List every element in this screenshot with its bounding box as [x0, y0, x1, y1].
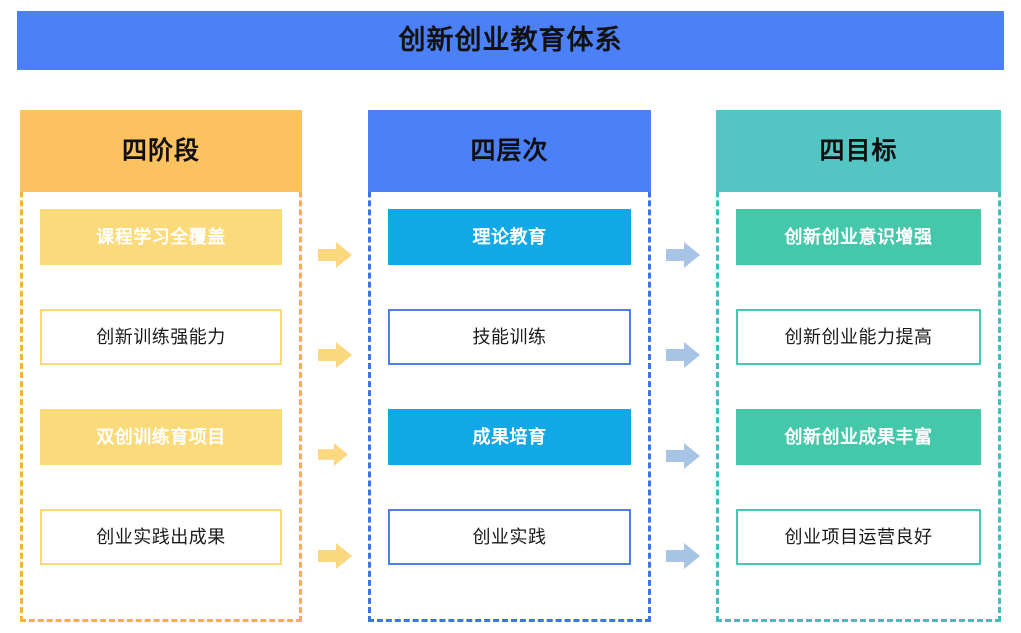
diagram-title-bar: 创新创业教育体系 [17, 11, 1004, 70]
level-item-4[interactable]: 创业实践 [388, 509, 631, 565]
column-header-levels: 四层次 [368, 110, 651, 192]
stage-item-4[interactable]: 创业实践出成果 [40, 509, 282, 565]
column-header-label: 四层次 [470, 136, 549, 165]
column-levels: 四层次 理论教育 技能训练 成果培育 创业实践 [368, 110, 651, 622]
goal-item-4[interactable]: 创业项目运营良好 [736, 509, 981, 565]
column-items-goals: 创新创业意识增强 创新创业能力提高 创新创业成果丰富 创业项目运营良好 [719, 192, 998, 619]
goal-item-2[interactable]: 创新创业能力提高 [736, 309, 981, 365]
stage-item-2[interactable]: 创新训练强能力 [40, 309, 282, 365]
column-header-label: 四目标 [819, 136, 898, 165]
arrow-right-icon [318, 541, 352, 571]
column-items-levels: 理论教育 技能训练 成果培育 创业实践 [371, 192, 648, 619]
column-header-goals: 四目标 [716, 110, 1001, 192]
column-header-stages: 四阶段 [20, 110, 302, 192]
page-title: 创新创业教育体系 [398, 25, 623, 55]
goal-item-1[interactable]: 创新创业意识增强 [736, 209, 981, 265]
arrow-right-icon [666, 240, 700, 270]
arrow-right-icon [318, 441, 348, 468]
goal-item-3[interactable]: 创新创业成果丰富 [736, 409, 981, 465]
level-item-1[interactable]: 理论教育 [388, 209, 631, 265]
arrow-right-icon [666, 441, 700, 471]
arrow-right-icon [318, 340, 352, 370]
diagram-body: 四阶段 课程学习全覆盖 创新训练强能力 双创训练育项目 创业实践出成果 四层次 … [0, 110, 1021, 622]
stage-item-1[interactable]: 课程学习全覆盖 [40, 209, 282, 265]
level-item-2[interactable]: 技能训练 [388, 309, 631, 365]
column-items-stages: 课程学习全覆盖 创新训练强能力 双创训练育项目 创业实践出成果 [23, 192, 299, 619]
column-header-label: 四阶段 [121, 136, 200, 165]
column-stages: 四阶段 课程学习全覆盖 创新训练强能力 双创训练育项目 创业实践出成果 [20, 110, 302, 622]
level-item-3[interactable]: 成果培育 [388, 409, 631, 465]
column-goals: 四目标 创新创业意识增强 创新创业能力提高 创新创业成果丰富 创业项目运营良好 [716, 110, 1001, 622]
arrow-right-icon [318, 240, 352, 270]
arrow-right-icon [666, 541, 700, 571]
stage-item-3[interactable]: 双创训练育项目 [40, 409, 282, 465]
arrow-right-icon [666, 340, 700, 370]
